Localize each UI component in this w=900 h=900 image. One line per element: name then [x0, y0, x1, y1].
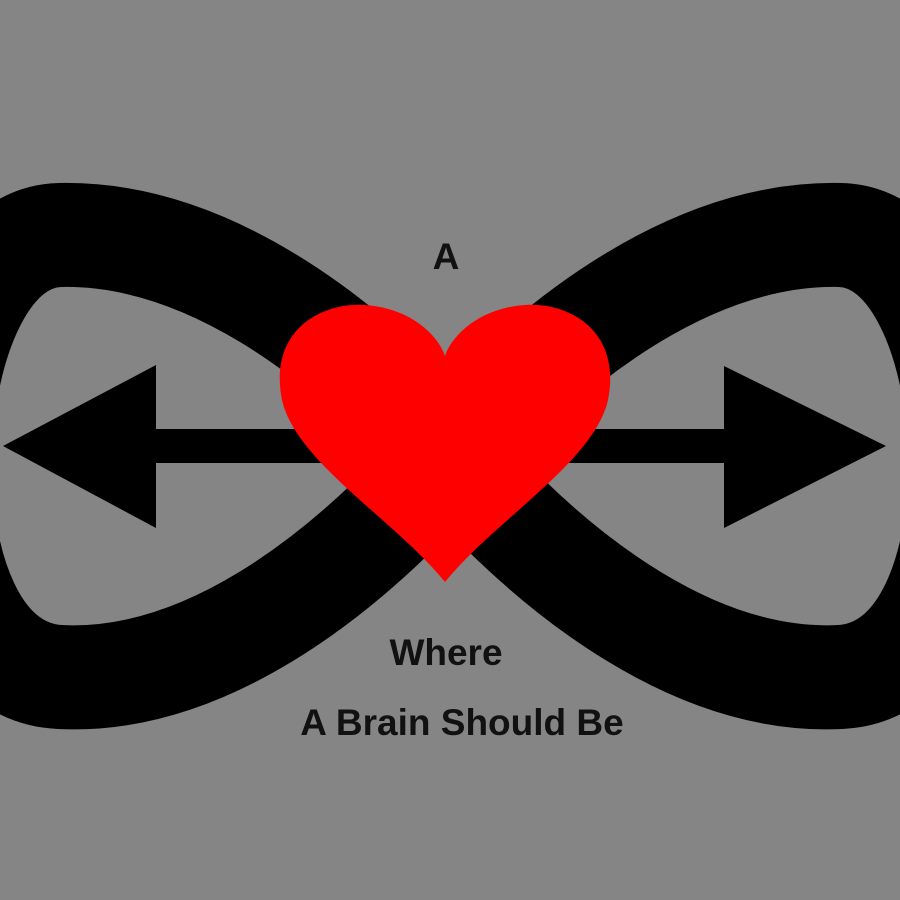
caption-word-where: Where [389, 632, 503, 673]
heart-icon [279, 304, 611, 582]
caption-brain-line: A Brain Should Be [300, 702, 624, 743]
caption-word-a: A [432, 236, 460, 277]
